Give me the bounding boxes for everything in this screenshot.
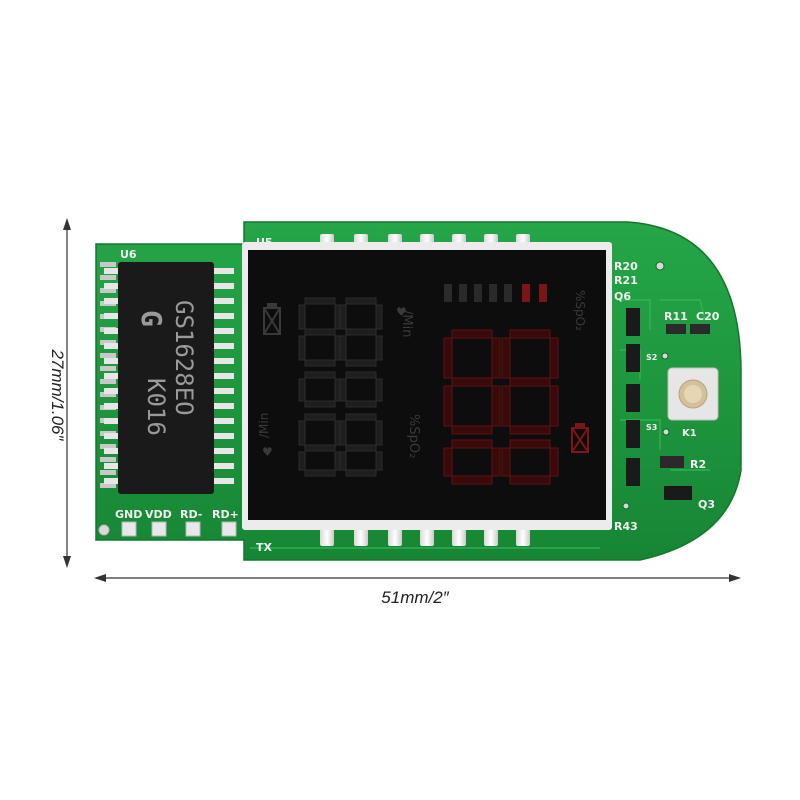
label-q3: Q3 (698, 498, 715, 511)
height-dimension-line (63, 218, 71, 568)
heart-icon: ♥ (396, 305, 407, 319)
bpm-digits (298, 297, 383, 477)
battery-icon-red (571, 423, 589, 453)
label-gnd: GND (115, 508, 142, 521)
chip-pins-left (104, 268, 120, 484)
label-q6: Q6 (614, 290, 631, 303)
spo2-digits (443, 329, 559, 485)
chip-logo: G (135, 310, 168, 327)
heart-icon-left: ♥ (262, 445, 273, 459)
bottom-connector-labels: GND VDD RD- RD+ TX (115, 508, 273, 554)
smd-components (626, 308, 710, 500)
width-dimension-line (94, 574, 741, 582)
label-k1: K1 (682, 428, 697, 439)
chip-batch-code: K016 (142, 378, 170, 436)
spo2-unit-label-rotated: %SpO₂ (573, 290, 587, 331)
label-r11: R11 (664, 310, 688, 323)
label-rd-minus: RD- (180, 508, 202, 521)
label-s3: S3 (646, 423, 657, 432)
width-dimension-label: 51mm/2″ (381, 588, 449, 607)
vias (622, 261, 670, 510)
bpm-unit-label: /Min (399, 310, 414, 337)
label-vdd: VDD (145, 508, 172, 521)
signal-bars (444, 284, 547, 302)
connector-pads (98, 521, 237, 537)
height-dimension-label: 27mm/1.06″ (48, 348, 67, 441)
label-u6: U6 (120, 248, 137, 261)
label-r2: R2 (690, 458, 706, 471)
tactile-button[interactable] (667, 367, 719, 421)
label-s2: S2 (646, 353, 657, 362)
chip-pins-right (212, 268, 234, 484)
chip-part-number: GS1628EO (170, 300, 198, 416)
ic-chip (118, 262, 214, 494)
label-rd-plus: RD+ (212, 508, 239, 521)
bpm-unit-label-rotated: /Min (257, 413, 271, 438)
label-c20: C20 (696, 310, 720, 323)
label-r20: R20 (614, 260, 638, 273)
ic-chip-markings: GS1628EO K016 G (135, 300, 198, 436)
label-r43: R43 (614, 520, 638, 533)
spo2-unit-label: %SpO₂ (406, 414, 421, 458)
battery-icon (263, 303, 281, 335)
label-r21: R21 (614, 274, 638, 287)
label-tx: TX (256, 541, 273, 554)
